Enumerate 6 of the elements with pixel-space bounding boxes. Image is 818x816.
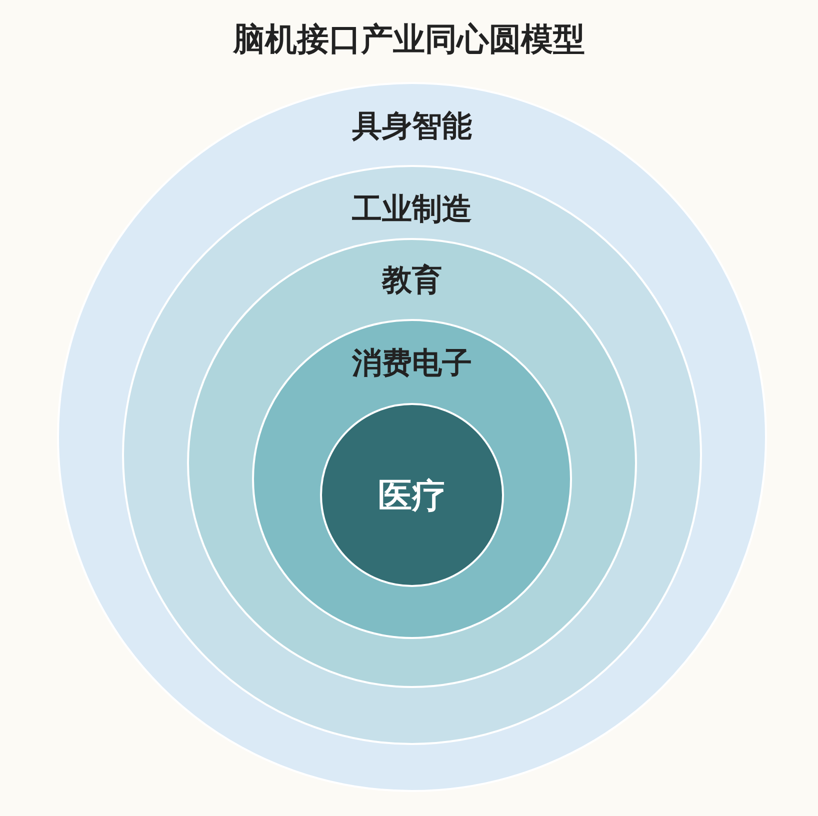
ring-label: 消费电子 (351, 345, 473, 383)
ring-label: 具身智能 (351, 108, 473, 146)
ring-label: 医疗 (377, 475, 447, 518)
chart-title: 脑机接口产业同心圆模型 (232, 19, 586, 60)
ring-label: 教育 (380, 262, 443, 300)
ring-label: 工业制造 (351, 191, 473, 229)
